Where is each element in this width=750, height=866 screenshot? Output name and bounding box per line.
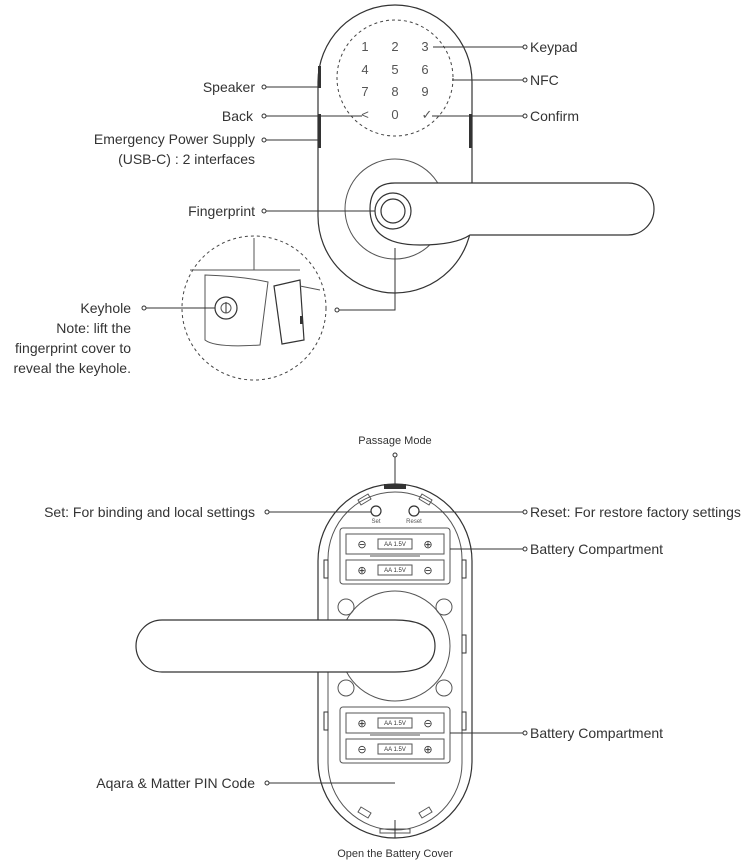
key-confirm[interactable]: ✓ (422, 107, 433, 122)
label-keyhole-note-1: Note: lift the (56, 320, 131, 336)
fingerprint-cover (273, 279, 305, 345)
battery-compartment-top: ⊖ AA 1.5V ⊕ ⊕ AA 1.5V ⊖ (339, 527, 451, 585)
label-open-cover: Open the Battery Cover (337, 848, 453, 860)
key-3[interactable]: 3 (421, 39, 428, 54)
key-5[interactable]: 5 (391, 62, 398, 77)
label-nfc: NFC (530, 72, 559, 88)
key-0[interactable]: 0 (391, 107, 398, 122)
label-back: Back (222, 108, 254, 124)
key-back[interactable]: < (361, 107, 369, 122)
set-button-label: Set (371, 519, 380, 525)
label-pin-code: Aqara & Matter PIN Code (96, 775, 255, 791)
label-keypad: Keypad (530, 39, 577, 55)
label-keyhole: Keyhole (80, 300, 131, 316)
key-7[interactable]: 7 (361, 84, 368, 99)
label-speaker: Speaker (203, 79, 255, 95)
back-leaders (264, 452, 528, 838)
battery-plus-icon: ⊕ (423, 744, 432, 756)
key-8[interactable]: 8 (391, 84, 398, 99)
label-emergency-power: Emergency Power Supply (94, 131, 255, 147)
keyhole-detail-circle (181, 235, 327, 381)
fingerprint-sensor-inner[interactable] (380, 198, 406, 224)
key-1[interactable]: 1 (361, 39, 368, 54)
label-set: Set: For binding and local settings (44, 504, 255, 520)
label-battery-bottom: Battery Compartment (530, 725, 663, 741)
keypad-nfc-circle (336, 19, 454, 137)
reset-button[interactable] (408, 505, 420, 517)
label-battery-top: Battery Compartment (530, 541, 663, 557)
passage-mode-switch[interactable] (384, 484, 406, 489)
battery-compartment-bottom: ⊕ AA 1.5V ⊖ ⊖ AA 1.5V ⊕ (339, 706, 451, 764)
battery-label-2: AA 1.5V (384, 568, 406, 574)
label-keyhole-note-2: fingerprint cover to (15, 340, 131, 356)
front-leaders (141, 44, 528, 313)
reset-button-label: Reset (406, 519, 422, 525)
keyhole-detail (190, 238, 321, 347)
mounting-holes (337, 598, 453, 697)
label-usb-c: (USB-C) : 2 interfaces (118, 151, 255, 167)
key-4[interactable]: 4 (361, 62, 368, 77)
battery-label-4: AA 1.5V (384, 747, 406, 753)
battery-minus-icon: ⊖ (423, 565, 432, 577)
set-button[interactable] (370, 505, 382, 517)
label-passage-mode: Passage Mode (358, 435, 431, 447)
battery-label-3: AA 1.5V (384, 721, 406, 727)
front-view: 1 2 3 4 5 6 7 8 9 < 0 ✓ (13, 4, 655, 381)
label-reset: Reset: For restore factory settings (530, 504, 741, 520)
back-view: Set Reset ⊖ AA 1.5V ⊕ ⊕ AA 1.5V ⊖ (44, 435, 741, 860)
key-9[interactable]: 9 (421, 84, 428, 99)
label-keyhole-note-3: reveal the keyhole. (13, 360, 131, 376)
key-6[interactable]: 6 (421, 62, 428, 77)
side-slot-right (469, 114, 472, 148)
usb-c-port (318, 114, 321, 148)
battery-minus-icon: ⊖ (357, 539, 366, 551)
battery-plus-icon: ⊕ (357, 718, 366, 730)
battery-plus-icon: ⊕ (423, 539, 432, 551)
speaker-grille (318, 66, 321, 88)
battery-label-1: AA 1.5V (384, 542, 406, 548)
label-confirm: Confirm (530, 108, 579, 124)
front-handle (369, 182, 655, 246)
battery-minus-icon: ⊖ (423, 718, 432, 730)
back-handle (135, 619, 436, 673)
keypad[interactable]: 1 2 3 4 5 6 7 8 9 < 0 ✓ (361, 39, 432, 122)
label-fingerprint: Fingerprint (188, 203, 255, 219)
battery-minus-icon: ⊖ (357, 744, 366, 756)
battery-plus-icon: ⊕ (357, 565, 366, 577)
key-2[interactable]: 2 (391, 39, 398, 54)
